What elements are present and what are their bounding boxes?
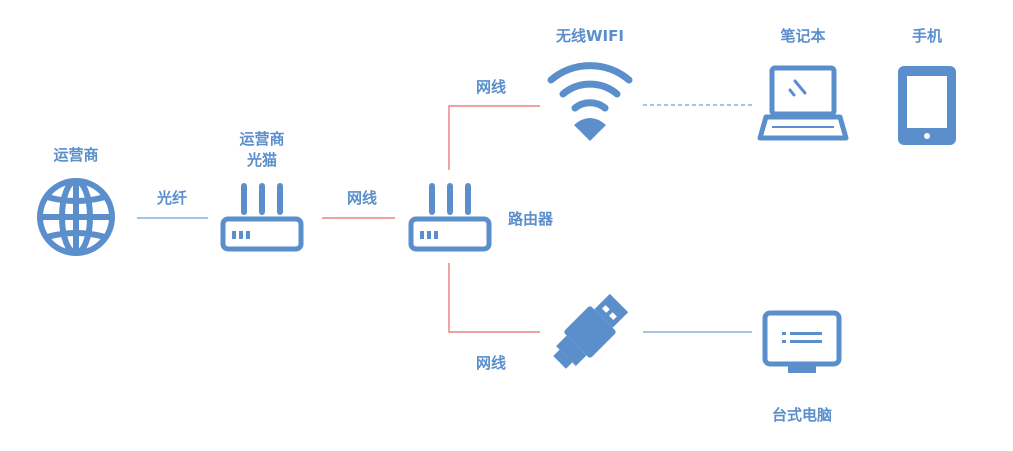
phone-label: 手机: [911, 27, 943, 45]
usb-plug-icon: [553, 293, 629, 369]
phone-icon: [898, 66, 956, 145]
fiber-link-label: 光纤: [156, 189, 188, 207]
cable-link-label-router-usb: 网线: [475, 354, 507, 372]
isp-label: 运营商: [53, 146, 99, 164]
wifi-label: 无线WIFI: [556, 27, 624, 45]
modem-label-line2: 光猫: [246, 151, 278, 169]
desktop-label: 台式电脑: [771, 406, 833, 424]
wifi-dot: [574, 118, 606, 141]
cable-link-label-modem-router: 网线: [346, 189, 378, 207]
globe-icon: [37, 178, 115, 256]
router-icon: [220, 183, 304, 252]
monitor-icon: [762, 310, 842, 373]
laptop-icon: [757, 65, 849, 141]
wifi-icon: [547, 62, 633, 112]
cable-line-router-usb: [448, 263, 540, 333]
router-icon: [408, 183, 492, 252]
cable-link-label-router-wifi: 网线: [475, 78, 507, 96]
laptop-label: 笔记本: [780, 27, 826, 45]
cable-line-router-wifi: [448, 105, 540, 170]
modem-label-line1: 运营商: [239, 130, 285, 148]
router-label: 路由器: [508, 210, 554, 228]
